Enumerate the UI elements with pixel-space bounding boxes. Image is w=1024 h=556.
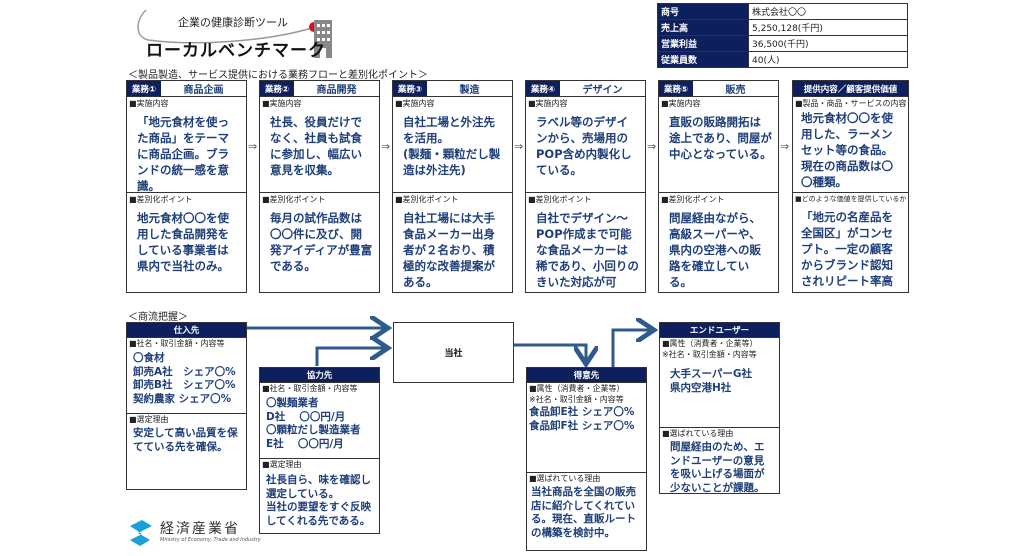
ministry-name-en: Ministry of Economy, Trade and Industry — [160, 537, 261, 543]
supplier-content: 〇食材 卸売A社 シェア〇% 卸売B社 シェア〇% 契約農家 シェア〇% — [133, 352, 236, 405]
process-tag: 業務④ — [526, 81, 560, 96]
value-point: 「地元の名産品を全国区」がコンセプト。一定の顧客からブランド認知されリピート率高… — [801, 210, 893, 292]
info-value: 40(人) — [748, 51, 908, 68]
partner-reason: 社長自ら、味を確認し選定している。 当社の要望をすぐ反映してくれる先である。 — [266, 474, 371, 527]
process-header: 業務② 商品開発 — [260, 81, 379, 97]
process-tag: 業務③ — [393, 81, 427, 96]
section-label: ■差別化ポイント — [661, 195, 725, 204]
building-icon — [314, 20, 332, 58]
company-box: 当社 — [393, 322, 514, 383]
flow-arrow: ⇒ — [514, 140, 524, 153]
supplier-box: 仕入先 ■社名・取引金額・内容等〇食材 卸売A社 シェア〇% 卸売B社 シェア〇… — [126, 322, 247, 490]
process-tag: 業務② — [260, 81, 294, 96]
process-box: 業務① 商品企画 ■実施内容「地元食材を使った商品」をテーマに商品企画。ブランドの… — [126, 80, 247, 293]
process-box: 業務⑤ 販売 ■実施内容直販の販路開拓は途上であり、問屋が中心となっている。 ■差… — [658, 80, 779, 293]
process-point: 自社工場には大手食品メーカー出身者が２名おり、積極的な改善提案がある。 — [403, 211, 495, 289]
commerce-section-title: ＜商流把握＞ — [128, 312, 188, 323]
section-label: ■選定理由 — [262, 460, 302, 469]
end-user-reason: 問屋経由のため、エンドユーザーの意見を吸い上げる場面が少ないことが課題。 — [670, 441, 765, 493]
arrow-company-to-customer — [514, 343, 586, 364]
process-title: 販売 — [725, 85, 746, 96]
process-title: 商品企画 — [183, 85, 224, 96]
section-label: ■属性（消費者・企業等） — [662, 339, 758, 348]
customer-box: 得意先 ■属性（消費者・企業等） ※社名・取引金額・内容等食品卸E社 シェア〇% … — [526, 367, 647, 551]
process-tag: 業務⑤ — [659, 81, 693, 96]
section-label: ■実施内容 — [395, 99, 435, 108]
info-label: 従業員数 — [657, 51, 749, 68]
section-note: ※社名・取引金額・内容等 — [662, 350, 757, 359]
flow-arrow: ⇒ — [248, 140, 258, 153]
section-label: ■属性（消費者・企業等） — [529, 384, 625, 393]
process-box: 業務④ デザイン ■実施内容ラベル等のデザインから、売場用のPOP含め内製化してい… — [525, 80, 646, 293]
section-label: ■実施内容 — [661, 99, 701, 108]
section-label: ■差別化ポイント — [129, 195, 193, 204]
process-header: 業務③ 製造 — [393, 81, 512, 97]
partner-box: 協力先 ■社名・取引金額・内容等〇製麺業者 D社 〇〇円/月 〇顆粒だし製造業者… — [259, 367, 380, 534]
end-user-box: エンドユーザー ■属性（消費者・企業等） ※社名・取引金額・内容等大手スーパーG社… — [659, 322, 780, 494]
supplier-reason: 安定して高い品質を保てている先を確保。 — [133, 427, 238, 453]
arrow-partner-to-company — [315, 348, 388, 366]
arrow-customer-to-enduser — [611, 330, 654, 367]
section-label: ■社名・取引金額・内容等 — [262, 384, 358, 393]
process-header: 業務④ デザイン — [526, 81, 645, 97]
process-point: 問屋経由ながら、高級スーパーや、県内の空港への販路を確立している。 — [669, 211, 761, 289]
value-box: 提供内容／顧客提供価値 ■製品・商品・サービスの内容地元食材〇〇を使用した、ラー… — [792, 80, 909, 293]
process-title: 製造 — [459, 85, 480, 96]
process-content: 「地元食材を使った商品」をテーマに商品企画。ブランドの統一感を意識。 — [137, 115, 229, 192]
section-note: ※社名・取引金額・内容等 — [529, 395, 624, 404]
section-label: ■選定理由 — [129, 415, 169, 424]
logo-subtitle: 企業の健康診断ツール — [178, 16, 288, 29]
customer-content: 食品卸E社 シェア〇% 食品卸F社 シェア〇% — [529, 406, 635, 432]
process-content: ラベル等のデザインから、売場用のPOP含め内製化している。 — [536, 115, 632, 177]
section-label: ■差別化ポイント — [528, 195, 592, 204]
process-header: 業務① 商品企画 — [127, 81, 246, 97]
flow-arrow: ⇒ — [381, 140, 391, 153]
section-label: ■選ばれている理由 — [662, 429, 734, 438]
logo-title: ローカルベンチマーク — [146, 41, 326, 61]
end-user-content: 大手スーパーG社 県内空港H社 — [670, 368, 753, 394]
partner-content: 〇製麺業者 D社 〇〇円/月 〇顆粒だし製造業者 E社 〇〇円/月 — [266, 397, 361, 450]
process-box: 業務② 商品開発 ■実施内容社長、役員だけでなく、社員も試食に参加し、幅広い意見を… — [259, 80, 380, 293]
process-content: 自社工場と外注先を活用。 (製麺・顆粒だし製造は外注先) — [403, 115, 501, 177]
section-label: ■実施内容 — [528, 99, 568, 108]
section-label: ■選ばれている理由 — [529, 474, 601, 483]
process-tag: 業務① — [127, 81, 161, 96]
process-point: 毎月の試作品数は〇〇件に及び、開発アイディアが豊富である。 — [270, 211, 373, 273]
process-header: 業務⑤ 販売 — [659, 81, 778, 97]
value-content: 地元食材〇〇を使用した、ラーメンセット等の食品。現在の商品数は〇〇種類。 — [801, 111, 893, 189]
section-label: ■差別化ポイント — [395, 195, 459, 204]
section-label: ■実施内容 — [129, 99, 169, 108]
section-label: ■製品・商品・サービスの内容 — [795, 99, 907, 108]
process-point: 地元食材〇〇を使用した食品開発をしている事業者は県内で当社のみ。 — [137, 211, 229, 273]
section-label: ■社名・取引金額・内容等 — [129, 339, 225, 348]
process-content: 直販の販路開拓は途上であり、問屋が中心となっている。 — [669, 115, 772, 161]
ministry-name: 経済産業省 — [160, 521, 240, 537]
section-label: ■どのような価値を提供しているか — [795, 195, 907, 203]
section-label: ■実施内容 — [262, 99, 302, 108]
supplier-header: 仕入先 — [127, 323, 246, 338]
process-title: 商品開発 — [316, 85, 357, 96]
customer-header: 得意先 — [527, 368, 646, 383]
process-content: 社長、役員だけでなく、社員も試食に参加し、幅広い意見を収集。 — [270, 115, 362, 177]
value-box-header: 提供内容／顧客提供価値 — [793, 81, 908, 97]
flow-arrow: ⇒ — [647, 140, 657, 153]
meti-logo-icon — [130, 520, 152, 546]
section-label: ■差別化ポイント — [262, 195, 326, 204]
customer-reason: 当社商品を全国の販売店に紹介してくれている。現在、直販ルートの構築を検討中。 — [531, 486, 636, 539]
process-point: 自社でデザイン～POP作成まで可能な食品メーカーは稀であり、小回りのきいた対応が… — [536, 211, 639, 292]
end-user-header: エンドユーザー — [660, 323, 779, 338]
flow-arrow: ⇒ — [780, 140, 790, 153]
process-title: デザイン — [582, 85, 623, 96]
partner-header: 協力先 — [260, 368, 379, 383]
flow-section-title: ＜製品製造、サービス提供における業務フローと差別化ポイント＞ — [128, 70, 428, 81]
